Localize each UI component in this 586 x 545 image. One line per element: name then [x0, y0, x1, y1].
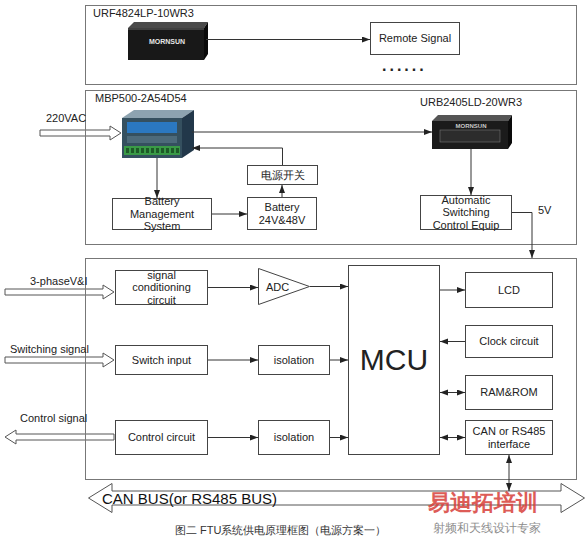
connector-arrow [208, 287, 258, 288]
terminal-screws [126, 148, 179, 153]
connector-arrow [208, 360, 258, 361]
connector-arrow [310, 286, 348, 287]
node-text: Battery Management System [116, 195, 208, 233]
module-side [508, 115, 512, 149]
panel-frame: signal conditioning circuit ADC MCU LCD Cloc… [85, 258, 577, 480]
node-text: Battery 24V&48V [251, 201, 313, 226]
process-box: 电源开关 [247, 165, 318, 185]
connector-arrow [192, 132, 432, 133]
input-arrow [5, 353, 114, 367]
process-box: Automatic Switching Control Equip [420, 195, 512, 230]
node-text: LCD [498, 284, 520, 297]
brand-mark: MORNSUN [432, 123, 510, 129]
connector-arrow [208, 437, 258, 438]
connector-arrow [206, 39, 370, 40]
process-box: isolation [258, 345, 330, 375]
signal-arrows [5, 126, 121, 444]
node-text: CAN BUS(or RS485 BUS) [102, 490, 277, 507]
process-box: Switch input [115, 345, 208, 375]
connector-arrow [471, 149, 472, 195]
node-text: signal conditioning circuit [119, 269, 204, 307]
module-label [440, 130, 500, 142]
connector-arrow [440, 437, 465, 438]
node-text: ADC [266, 281, 289, 293]
adc-triangle: ADC [258, 268, 310, 305]
module-body [122, 118, 182, 158]
triangle-shape [259, 269, 310, 305]
part-name: MBP500-2A54D54 [95, 92, 187, 104]
brand-mark: MORNSUN [128, 38, 206, 45]
panel-frame: MBP500-2A54D54URB2405LD-20WR3MORNSUN电源开关… [85, 90, 577, 245]
input-arrow [5, 285, 114, 299]
connector-arrow [440, 341, 465, 342]
node-text: Control circuit [128, 431, 195, 444]
connector-arrow [440, 290, 465, 291]
module-side [182, 110, 194, 158]
process-box: Remote Signal [370, 22, 460, 55]
process-box: Battery Management System [112, 198, 212, 230]
edge-label: 5V [538, 204, 551, 216]
power-module: URF4824LP-10WR3MORNSUN [128, 24, 206, 60]
process-box: RAM&ROM [465, 375, 553, 410]
process-box: isolation [258, 420, 330, 455]
signal-name: 3-phaseV&I [30, 275, 87, 287]
module-label [127, 122, 177, 133]
node-text: isolation [274, 431, 314, 444]
node-text: CAN or RS485 interface [469, 425, 549, 450]
mbp-module-illustration [122, 110, 194, 158]
module-edge [128, 29, 204, 30]
ellipsis-mark: ...... [382, 57, 427, 75]
signal-name: Switching signal [10, 343, 89, 355]
node-text: Automatic Switching Control Equip [424, 194, 508, 232]
process-box: Battery 24V&48V [247, 197, 317, 230]
module-top [122, 110, 194, 118]
power-module: URB2405LD-20WR3MORNSUN [432, 115, 510, 149]
node-text: RAM&ROM [480, 386, 537, 399]
module-panel [127, 136, 177, 143]
connector-arrow [509, 455, 510, 491]
panel-frame: URF4824LP-10WR3MORNSUNRemote Signal [85, 5, 577, 85]
node-text: 电源开关 [261, 169, 305, 182]
figure-caption: 图二 FTU系统供电原理框图（电源方案一） [175, 523, 386, 538]
connector-arrow [330, 437, 348, 438]
part-name: URF4824LP-10WR3 [93, 7, 194, 19]
module-top [128, 22, 208, 28]
module-top [432, 115, 512, 121]
watermark: 易迪拓培训 [428, 488, 538, 518]
connector-arrow [282, 185, 283, 197]
node-text: Switch input [132, 354, 191, 367]
connector-arrow [192, 148, 283, 165]
node-text: MCU [360, 343, 428, 378]
node-text: isolation [274, 354, 314, 367]
process-box: Clock circuit [465, 325, 553, 358]
process-box: Control circuit [115, 420, 208, 455]
signal-name: 220VAC [46, 112, 86, 124]
module-side [204, 22, 208, 60]
mcu-block: MCU [348, 265, 440, 455]
part-name: URB2405LD-20WR3 [420, 96, 522, 108]
node-text: Clock circuit [479, 335, 538, 348]
connector-arrow [330, 360, 348, 361]
connector-arrow [512, 213, 532, 259]
signal-name: Control signal [20, 412, 87, 424]
watermark: 射频和天线设计专家 [433, 520, 541, 537]
power-module: MBP500-2A54D54 [122, 110, 192, 158]
urb-module-illustration [432, 115, 512, 149]
connector-arrow [212, 214, 247, 215]
node-text: Remote Signal [379, 32, 451, 45]
terminal-block [124, 146, 180, 155]
output-arrow [5, 430, 114, 444]
connector-arrow [440, 392, 465, 393]
urf-module-illustration [128, 22, 208, 60]
process-box: LCD [465, 272, 553, 308]
input-arrow [40, 126, 121, 140]
process-box: signal conditioning circuit [115, 270, 208, 305]
connector-arrow [157, 158, 158, 198]
process-box: CAN or RS485 interface [465, 420, 553, 455]
